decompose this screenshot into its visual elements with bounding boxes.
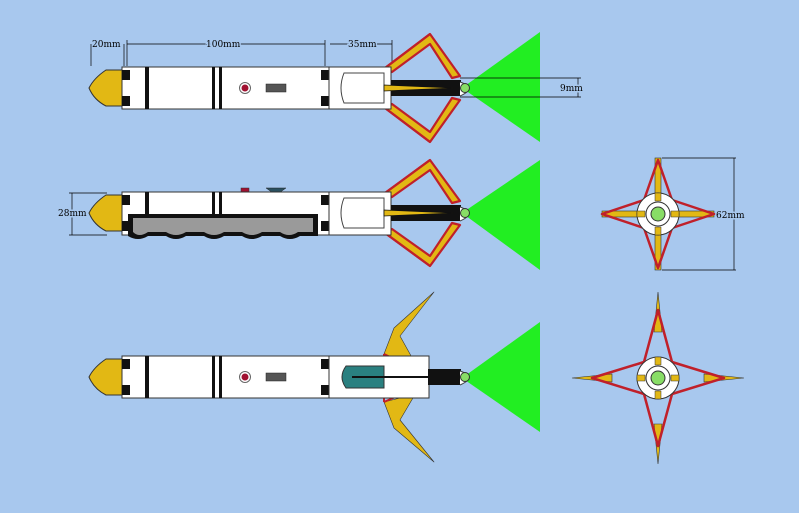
- dimension-body-label: 100mm: [206, 40, 241, 50]
- beam: [462, 322, 540, 432]
- dimension-diameter-label: 28mm: [58, 209, 87, 219]
- dimension-cap-label: 20mm: [92, 40, 121, 50]
- end-view-closed: 62mm: [600, 157, 746, 271]
- dimension-cap: 20mm: [90, 40, 125, 66]
- dimension-body: 100mm: [126, 39, 326, 66]
- dimension-span-label: 62mm: [716, 211, 745, 221]
- dimension-diameter: 28mm: [57, 192, 107, 236]
- dimension-span: 62mm: [662, 157, 746, 271]
- button-slider: [265, 83, 287, 93]
- cap: [88, 69, 125, 107]
- emitter-lens: [650, 206, 666, 222]
- claws: [383, 158, 462, 268]
- dimension-emitter-label: 35mm: [348, 40, 377, 50]
- beam: [462, 32, 540, 142]
- emitter-shaft: [428, 369, 461, 385]
- emitter-lens: [460, 83, 470, 93]
- body: [121, 355, 330, 399]
- dimension-emitter: 35mm: [330, 39, 393, 66]
- claws: [383, 32, 462, 144]
- button-slider: [265, 372, 287, 382]
- dimension-tip: 9mm: [460, 77, 585, 98]
- end-view-open: [571, 291, 745, 465]
- cap: [88, 194, 125, 232]
- cap: [88, 358, 125, 396]
- body-rings: [122, 67, 329, 109]
- emitter-lens: [460, 208, 470, 218]
- claw-star: [590, 308, 726, 448]
- emitter-lens: [650, 370, 666, 386]
- side-view-closed: 20mm 100mm 35mm: [88, 32, 585, 144]
- claw-star: [600, 158, 716, 270]
- side-view-open: [88, 291, 540, 463]
- beam: [462, 160, 540, 270]
- dimension-tip-label: 9mm: [560, 84, 583, 94]
- side-view-closed-rotated: 28mm: [57, 158, 540, 270]
- emitter-lens: [460, 372, 470, 382]
- body: [121, 66, 330, 110]
